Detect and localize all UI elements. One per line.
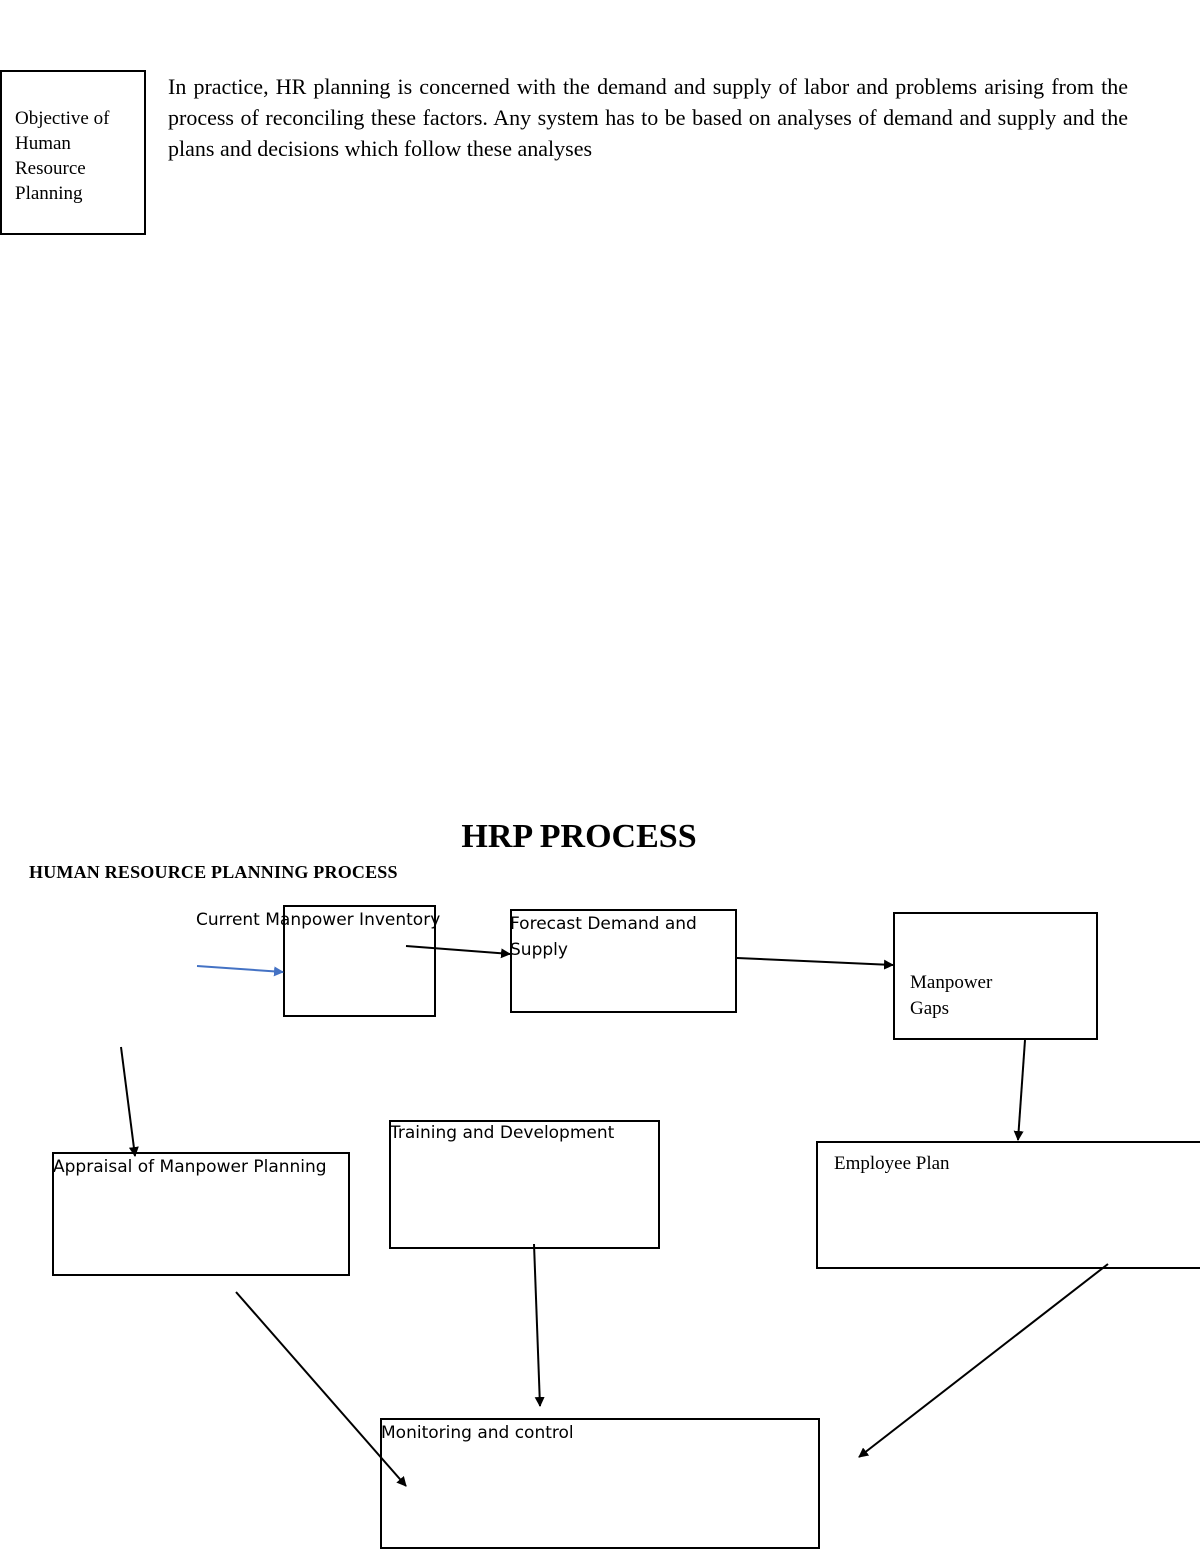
arrow-forecast-to-gaps	[736, 957, 894, 970]
arrow-inventory-to-forecast	[405, 945, 511, 959]
forecast-label-line2: Supply	[510, 940, 568, 960]
objective-label: Objective of Human Resource Planning	[15, 108, 110, 204]
appraisal-label: Appraisal of Manpower Planning	[53, 1157, 327, 1177]
diagram-title: HRP PROCESS	[461, 818, 697, 855]
forecast-box	[510, 909, 737, 1013]
inventory-label: Current Manpower Inventory	[196, 910, 441, 930]
arrow-appraisal-to-monitoring	[235, 1291, 407, 1487]
gaps-label-line1: Manpower	[910, 972, 993, 993]
monitoring-label: Monitoring and control	[381, 1423, 574, 1443]
gaps-box	[893, 912, 1098, 1040]
feedback-arrow	[196, 965, 284, 977]
training-box	[389, 1120, 660, 1249]
arrow-employee-plan-to-monitoring	[858, 1263, 1109, 1458]
inventory-box	[283, 905, 436, 1017]
gaps-label-line2: Gaps	[910, 998, 950, 1019]
employee-plan-label: Employee Plan	[834, 1153, 950, 1174]
monitoring-box	[380, 1418, 820, 1549]
diagram-subtitle: HUMAN RESOURCE PLANNING PROCESS	[29, 862, 398, 882]
arrow-gaps-to-employee-plan	[1013, 1039, 1026, 1141]
forecast-label-line1: Forecast Demand and	[510, 914, 697, 934]
arrow-training-to-monitoring	[533, 1243, 545, 1407]
employee-plan-box	[816, 1141, 1200, 1269]
appraisal-box	[52, 1152, 350, 1276]
intro-paragraph: In practice, HR planning is concerned wi…	[168, 74, 1128, 161]
objective-box: Objective of Human Resource Planning	[0, 70, 146, 235]
arrow-into-appraisal	[120, 1046, 139, 1157]
training-label: Training and Development	[390, 1123, 615, 1143]
